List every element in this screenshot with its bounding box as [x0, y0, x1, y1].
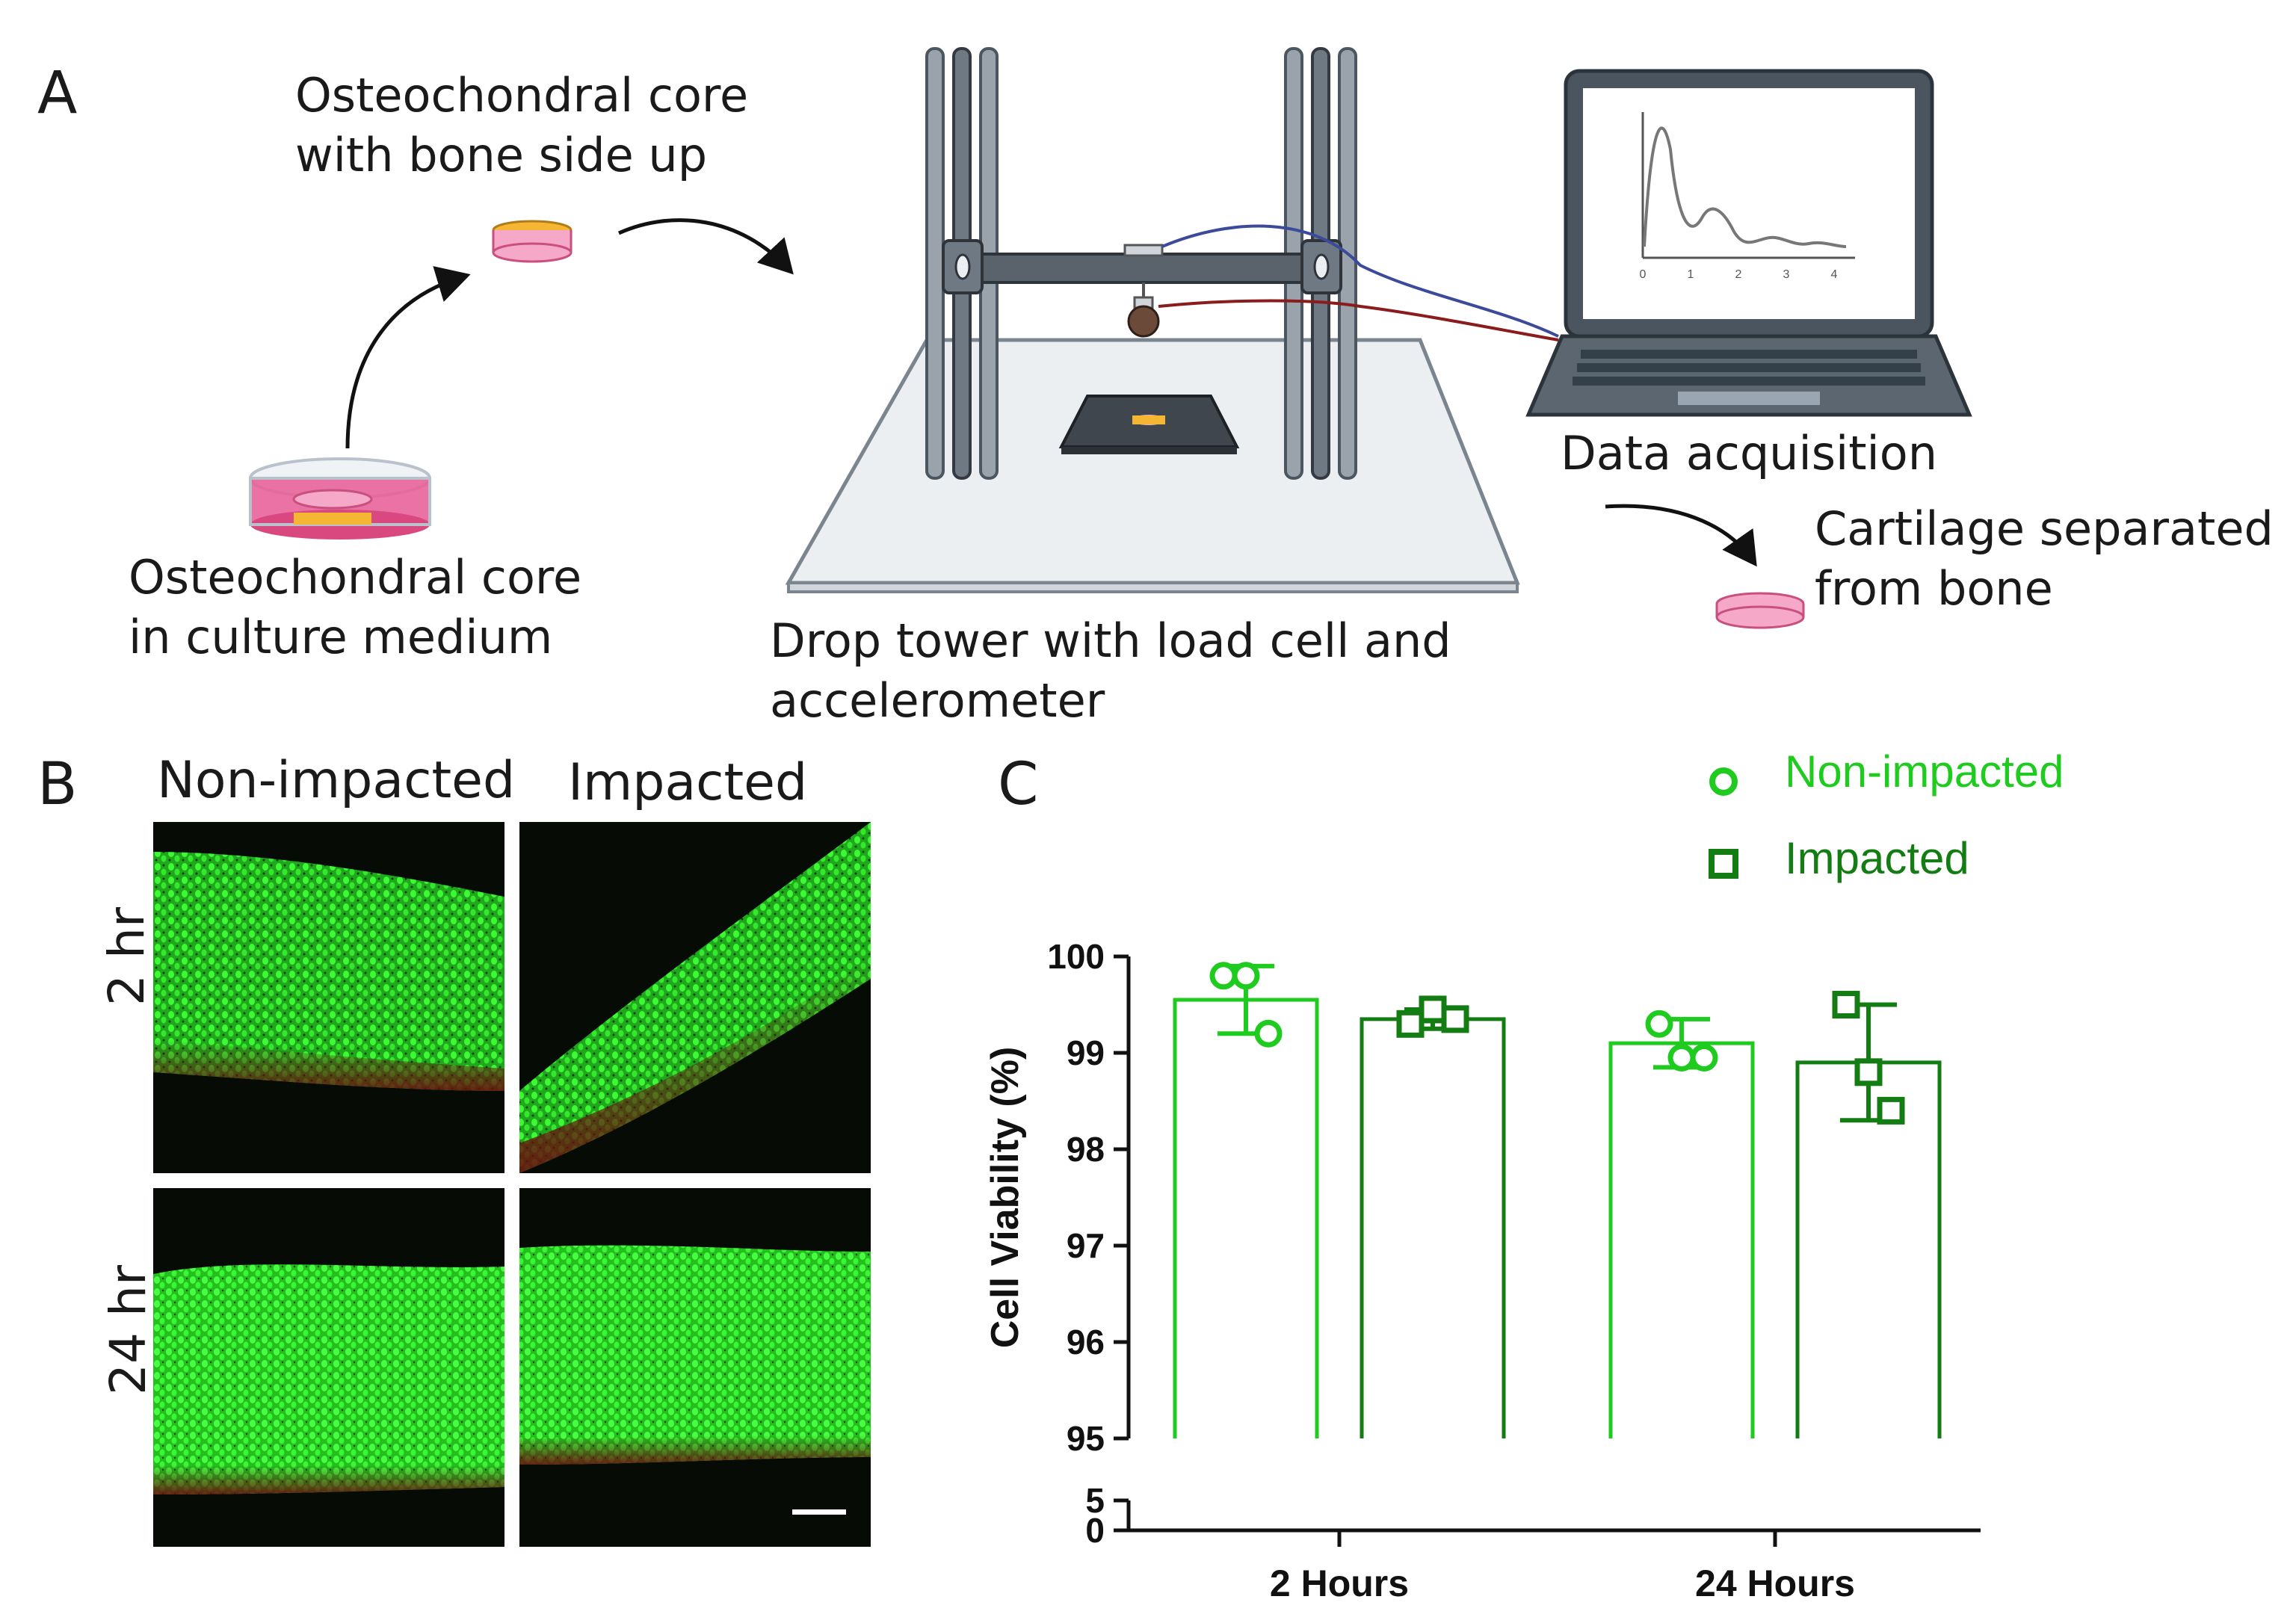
bar	[1360, 1017, 1506, 1438]
cable-red	[1158, 299, 1559, 341]
square-marker-icon	[1709, 849, 1738, 879]
drop-tower-icon	[785, 47, 1520, 593]
data-point	[1419, 995, 1447, 1024]
core-bone-up-icon	[492, 220, 573, 263]
mini-plot-tick: 4	[1831, 268, 1838, 281]
scale-bar	[792, 1509, 846, 1515]
bar	[1608, 1041, 1755, 1438]
arrow-dish-to-core	[345, 266, 471, 449]
bar	[1173, 998, 1319, 1438]
arrow-core-to-tower	[617, 218, 794, 275]
mini-plot-tick: 0	[1640, 268, 1647, 281]
legend-label-impacted: Impacted	[1785, 833, 1969, 883]
y-tick-label: 99	[1067, 1033, 1105, 1072]
drop-tower-caption-line-1: Drop tower with load cell and	[770, 613, 1451, 668]
mini-plot-tick: 2	[1735, 268, 1742, 281]
cartilage-caption-line-1: Cartilage separated	[1815, 501, 2274, 556]
cartilage-disc-icon	[1715, 592, 1805, 629]
y-tick-label: 96	[1067, 1323, 1105, 1361]
data-point	[1396, 1010, 1425, 1038]
arrow-to-cartilage	[1605, 504, 1757, 567]
culture-dish-icon	[249, 457, 431, 540]
micrograph-non-impacted-24hr	[153, 1188, 504, 1547]
panel-c-label: C	[998, 751, 1039, 818]
row-label-24hr: 24 hr	[99, 1265, 157, 1395]
panel-a-illustration: 0 1 2 3 4	[249, 47, 1972, 629]
drop-tower-caption-line-2: accelerometer	[770, 673, 1105, 728]
mini-plot-tick: 3	[1783, 268, 1790, 281]
culture-caption-line-2: in culture medium	[129, 610, 553, 664]
row-label-2hr: 2 hr	[98, 907, 155, 1006]
y-tick-label: 98	[1067, 1130, 1105, 1169]
data-point	[1854, 1058, 1883, 1086]
data-point	[1209, 962, 1238, 990]
cable-blue	[1161, 224, 1559, 338]
data-point	[1690, 1043, 1718, 1072]
drop-tower-caption: Drop tower with load cell and accelerome…	[770, 611, 1451, 731]
x-tick-label: 2 Hours	[1270, 1562, 1409, 1599]
data-point	[1832, 991, 1860, 1018]
col-header-non-impacted: Non-impacted	[157, 751, 516, 810]
mini-plot-tick: 1	[1688, 268, 1694, 281]
x-tick-label: 24 Hours	[1695, 1562, 1855, 1599]
data-point	[1441, 1005, 1469, 1033]
core-bone-up-caption-line-1: Osteochondral core	[295, 68, 749, 123]
cartilage-caption: Cartilage separated from bone	[1815, 499, 2274, 619]
data-point	[1232, 962, 1260, 990]
micrograph-grid	[153, 822, 871, 1547]
panel-b-label: B	[37, 751, 78, 818]
cartilage-caption-line-2: from bone	[1815, 561, 2053, 616]
micrograph-impacted-2hr	[519, 822, 871, 1173]
data-point	[1877, 1096, 1905, 1125]
micrograph-non-impacted-2hr	[153, 822, 504, 1173]
cell-viability-chart: 100 99 98 97 96 95 50 2 Hours 24 Hours Cell Viab…	[984, 937, 1981, 1599]
col-header-impacted: Impacted	[568, 753, 808, 812]
legend-label-non-impacted: Non-impacted	[1785, 746, 2064, 797]
data-acquisition-caption: Data acquisition	[1561, 426, 1937, 480]
y-tick-label: 100	[1047, 937, 1105, 976]
y-axis-label: Cell Viability (%)	[984, 1047, 1027, 1349]
y-tick-label: 97	[1067, 1226, 1105, 1265]
core-bone-up-caption-line-2: with bone side up	[295, 128, 708, 182]
micrograph-impacted-24hr	[519, 1188, 871, 1547]
y-tick-label: 5	[1085, 1481, 1105, 1520]
culture-caption: Osteochondral core in culture medium	[129, 548, 581, 667]
panel-a-label: A	[37, 60, 78, 127]
y-tick-label: 95	[1067, 1419, 1105, 1458]
data-point	[1254, 1019, 1283, 1048]
data-point	[1667, 1043, 1696, 1072]
y-tick-label: 0	[1085, 1511, 1105, 1550]
circle-marker-icon	[1709, 767, 1738, 796]
data-point	[1645, 1010, 1673, 1038]
culture-caption-line-1: Osteochondral core	[129, 550, 582, 605]
mini-plot: 0 1 2 3 4	[1640, 112, 1855, 281]
core-bone-up-caption: Osteochondral core with bone side up	[295, 66, 748, 185]
